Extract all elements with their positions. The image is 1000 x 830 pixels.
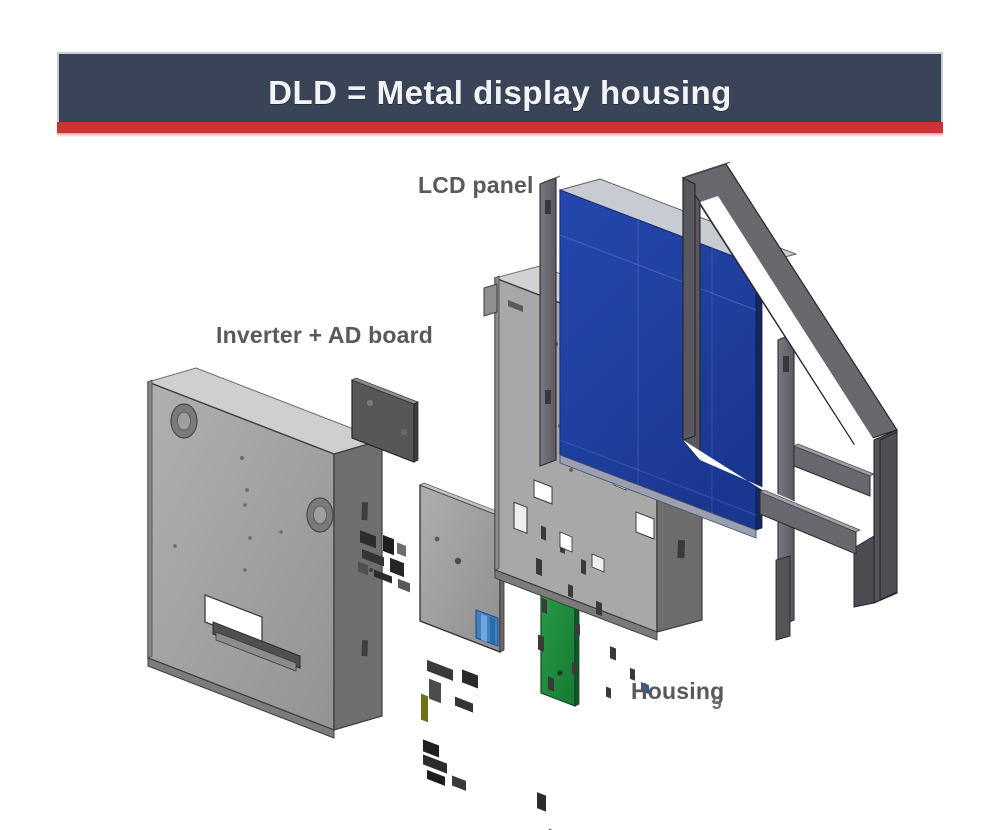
page-title: DLD = Metal display housing [268,73,732,111]
title-accent-bar [57,122,943,133]
slide-title-banner: DLD = Metal display housing [57,52,943,132]
label-lcd-panel: LCD panel [418,172,534,198]
exploded-assembly-diagram [0,140,1000,830]
title-accent-bar-shadow [57,133,943,137]
label-housing: Housing [631,678,725,704]
component-front-bezel-frame [682,161,898,608]
component-inverter-board [351,377,419,593]
component-back-cover [146,367,384,739]
component-green-pcb [537,577,580,830]
component-right-side-rails [775,331,875,641]
component-left-side-rail [539,175,561,467]
slide-page-number: 5 [712,694,722,713]
component-ad-board [419,482,505,791]
label-inverter-ad-board: Inverter + AD board [216,322,434,348]
